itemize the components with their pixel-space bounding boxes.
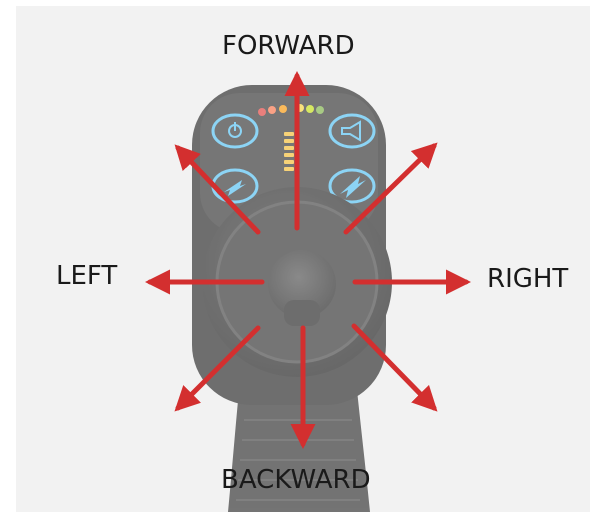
joystick-controller [192,85,392,512]
left-label: LEFT [56,263,117,289]
horn-button [330,115,374,147]
power-button [213,115,257,147]
backward-label: BACKWARD [221,467,371,493]
speed-down-button [213,170,257,202]
right-label: RIGHT [487,266,568,292]
forward-label: FORWARD [222,33,355,59]
